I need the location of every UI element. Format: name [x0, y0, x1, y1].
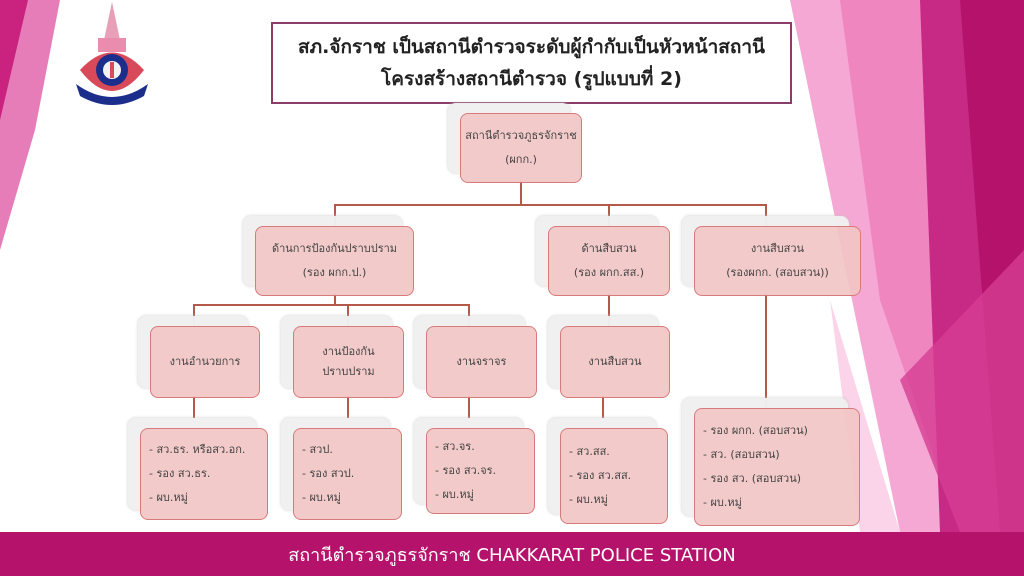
node-sublabel: ปราบปราม [322, 365, 375, 378]
footer-text: สถานีตำรวจภูธรจักราช CHAKKARAT POLICE ST… [288, 545, 736, 566]
org-node-investigation-side: ด้านสืบสวน (รอง ผกก.สส.) [548, 226, 670, 296]
connector [347, 304, 349, 326]
org-node-traffic: งานจราจร [426, 326, 537, 398]
node-label: งานป้องกัน [322, 345, 375, 358]
connector [193, 396, 195, 418]
connector [347, 396, 349, 418]
footer-bar: สถานีตำรวจภูธรจักราช CHAKKARAT POLICE ST… [0, 532, 1024, 576]
connector [468, 304, 470, 326]
node-sublabel: (รอง ผกก.ป.) [302, 266, 367, 279]
list-item: - ผบ.หมู่ [569, 493, 608, 506]
list-item: - ผบ.หมู่ [302, 491, 341, 504]
connector [193, 304, 195, 326]
org-node-root: สถานีตำรวจภูธรจักราช (ผกก.) [460, 113, 582, 183]
connector [608, 204, 610, 226]
org-node-administration: งานอำนวยการ [150, 326, 260, 398]
node-sublabel: (รอง ผกก.สส.) [573, 266, 645, 279]
connector [468, 396, 470, 418]
connector [193, 304, 468, 306]
connector [334, 204, 336, 226]
list-item: - สว.จร. [435, 440, 475, 453]
node-label: งานอำนวยการ [169, 355, 241, 368]
connector [520, 181, 522, 204]
node-sublabel: (รองผกก. (สอบสวน)) [726, 266, 829, 279]
list-item: - รอง สว.จร. [435, 464, 497, 477]
list-item: - ผบ.หมู่ [149, 491, 188, 504]
org-node-prevention-staff: - สวป. - รอง สวป. - ผบ.หมู่ [293, 428, 402, 520]
org-node-investigation: งานสืบสวน [560, 326, 670, 398]
list-item: - รอง สวป. [302, 467, 355, 480]
node-label: งานสืบสวน [588, 355, 642, 368]
connector [334, 204, 766, 206]
list-item: - รอง ผกก. (สอบสวน) [703, 424, 808, 437]
list-item: - ผบ.หมู่ [435, 488, 474, 501]
slide-title: สภ.จักราช เป็นสถานีตำรวจระดับผู้กำกับเป็… [271, 22, 792, 104]
org-node-inquiry-staff: - รอง ผกก. (สอบสวน) - สว. (สอบสวน) - รอง… [694, 408, 860, 526]
node-sublabel: (ผกก.) [505, 153, 537, 166]
title-line-2: โครงสร้างสถานีตำรวจ (รูปแบบที่ 2) [381, 68, 682, 90]
police-station-logo [76, 2, 148, 105]
list-item: - ผบ.หมู่ [703, 496, 742, 509]
node-label: งานสืบสวน [750, 242, 805, 255]
list-item: - สว.สส. [569, 445, 610, 458]
title-line-1: สภ.จักราช เป็นสถานีตำรวจระดับผู้กำกับเป็… [297, 36, 766, 58]
connector [765, 204, 767, 226]
list-item: - รอง สว.สส. [569, 469, 632, 482]
list-item: - สวป. [302, 443, 333, 456]
node-label: ด้านสืบสวน [581, 242, 637, 255]
list-item: - สว. (สอบสวน) [703, 448, 780, 461]
org-node-prevention: ด้านการป้องกันปราบปราม (รอง ผกก.ป.) [255, 226, 414, 296]
list-item: - สว.ธร. หรือสว.อก. [149, 443, 246, 456]
list-item: - รอง สว. (สอบสวน) [703, 472, 802, 485]
node-label: ด้านการป้องกันปราบปราม [271, 242, 398, 255]
list-item: - รอง สว.ธร. [149, 467, 211, 480]
connector [334, 294, 336, 304]
connector [602, 396, 604, 418]
org-node-traffic-staff: - สว.จร. - รอง สว.จร. - ผบ.หมู่ [426, 428, 535, 514]
org-node-inquiry: งานสืบสวน (รองผกก. (สอบสวน)) [694, 226, 861, 296]
org-node-investigation-staff: - สว.สส. - รอง สว.สส. - ผบ.หมู่ [560, 428, 668, 524]
org-node-admin-staff: - สว.ธร. หรือสว.อก. - รอง สว.ธร. - ผบ.หม… [140, 428, 268, 520]
org-node-crime-prevention: งานป้องกัน ปราบปราม [293, 326, 404, 398]
connector [765, 294, 767, 408]
connector [608, 294, 610, 326]
node-label: สถานีตำรวจภูธรจักราช [465, 129, 577, 142]
node-label: งานจราจร [456, 355, 507, 368]
